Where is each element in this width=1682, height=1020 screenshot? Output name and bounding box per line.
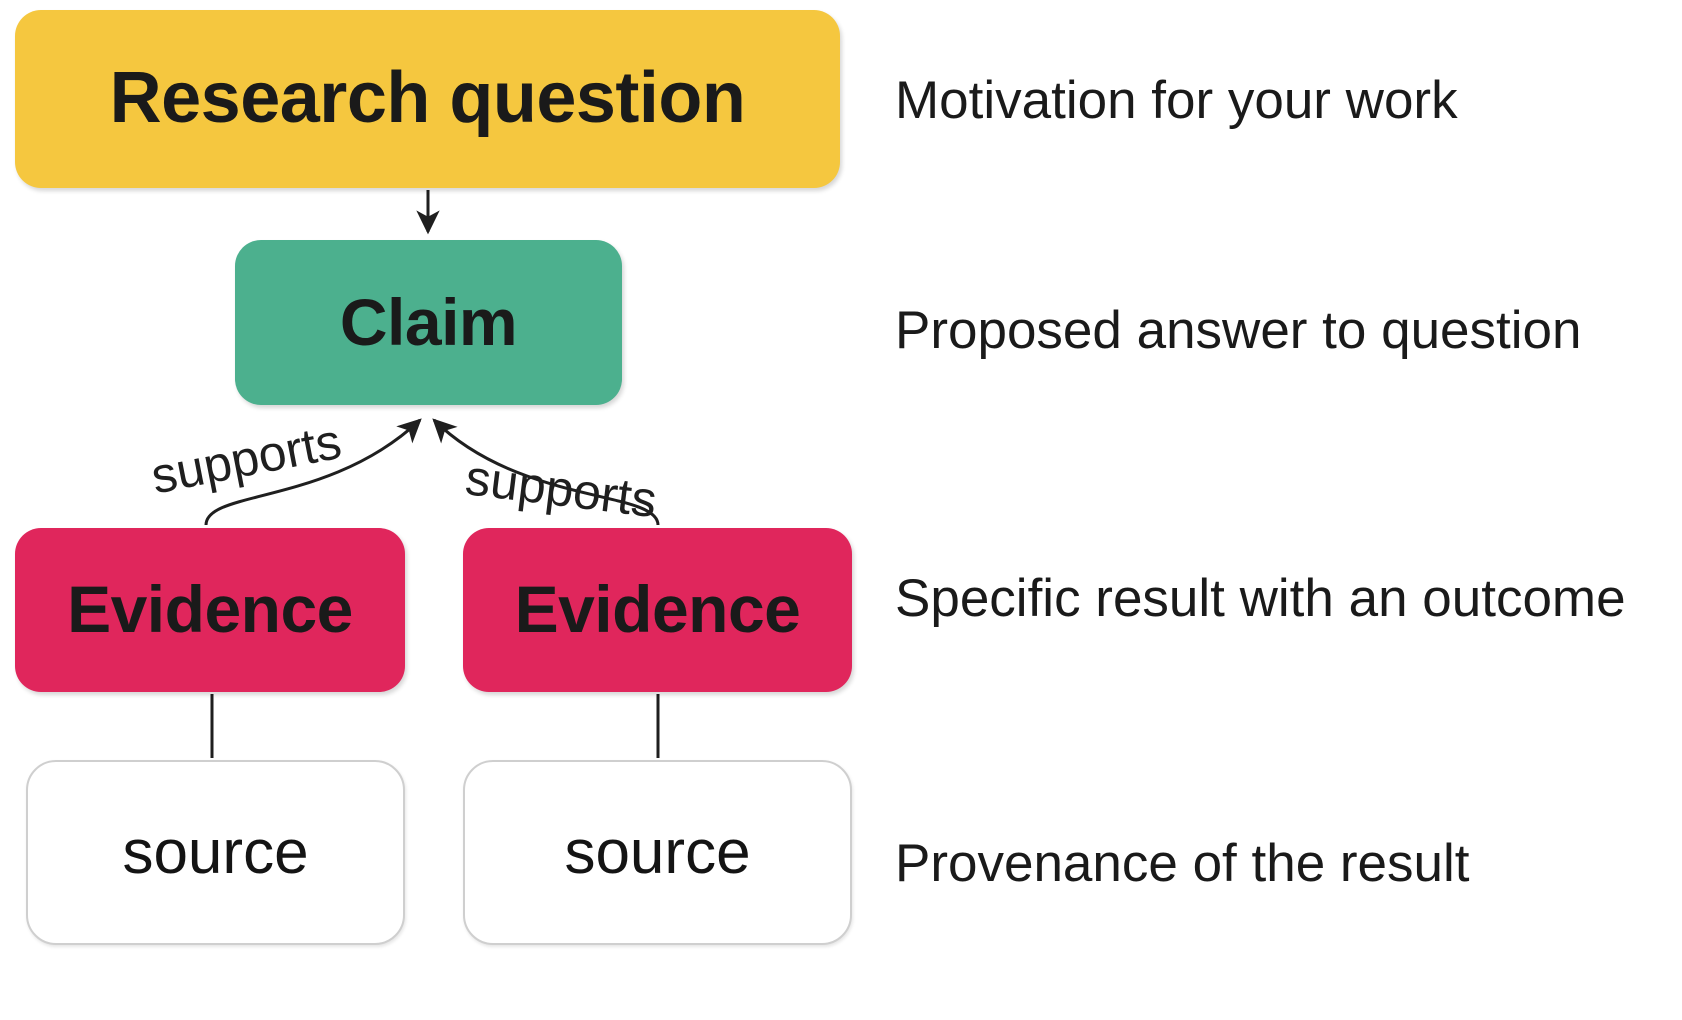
node-research-question[interactable]: Research question xyxy=(15,10,840,188)
node-evidence-2-label: Evidence xyxy=(514,572,801,647)
node-claim-label: Claim xyxy=(339,284,518,359)
node-source-2-label: source xyxy=(564,817,751,887)
description-research-question: Motivation for your work xyxy=(895,71,1458,130)
node-evidence-1-label: Evidence xyxy=(67,572,353,647)
edge-evidence2-to-claim xyxy=(432,418,660,526)
node-source-2[interactable]: source xyxy=(463,760,852,945)
description-evidence: Specific result with an outcome xyxy=(895,569,1626,628)
node-claim[interactable]: Claim xyxy=(235,240,622,405)
node-research-question-label: Research question xyxy=(109,58,746,139)
description-claim: Proposed answer to question xyxy=(895,301,1582,360)
description-source: Provenance of the result xyxy=(895,834,1470,893)
node-source-1-label: source xyxy=(122,817,309,887)
edge-evidence1-to-claim xyxy=(204,418,422,526)
node-evidence-1[interactable]: Evidence xyxy=(15,528,405,692)
node-evidence-2[interactable]: Evidence xyxy=(463,528,852,692)
node-source-1[interactable]: source xyxy=(26,760,405,945)
